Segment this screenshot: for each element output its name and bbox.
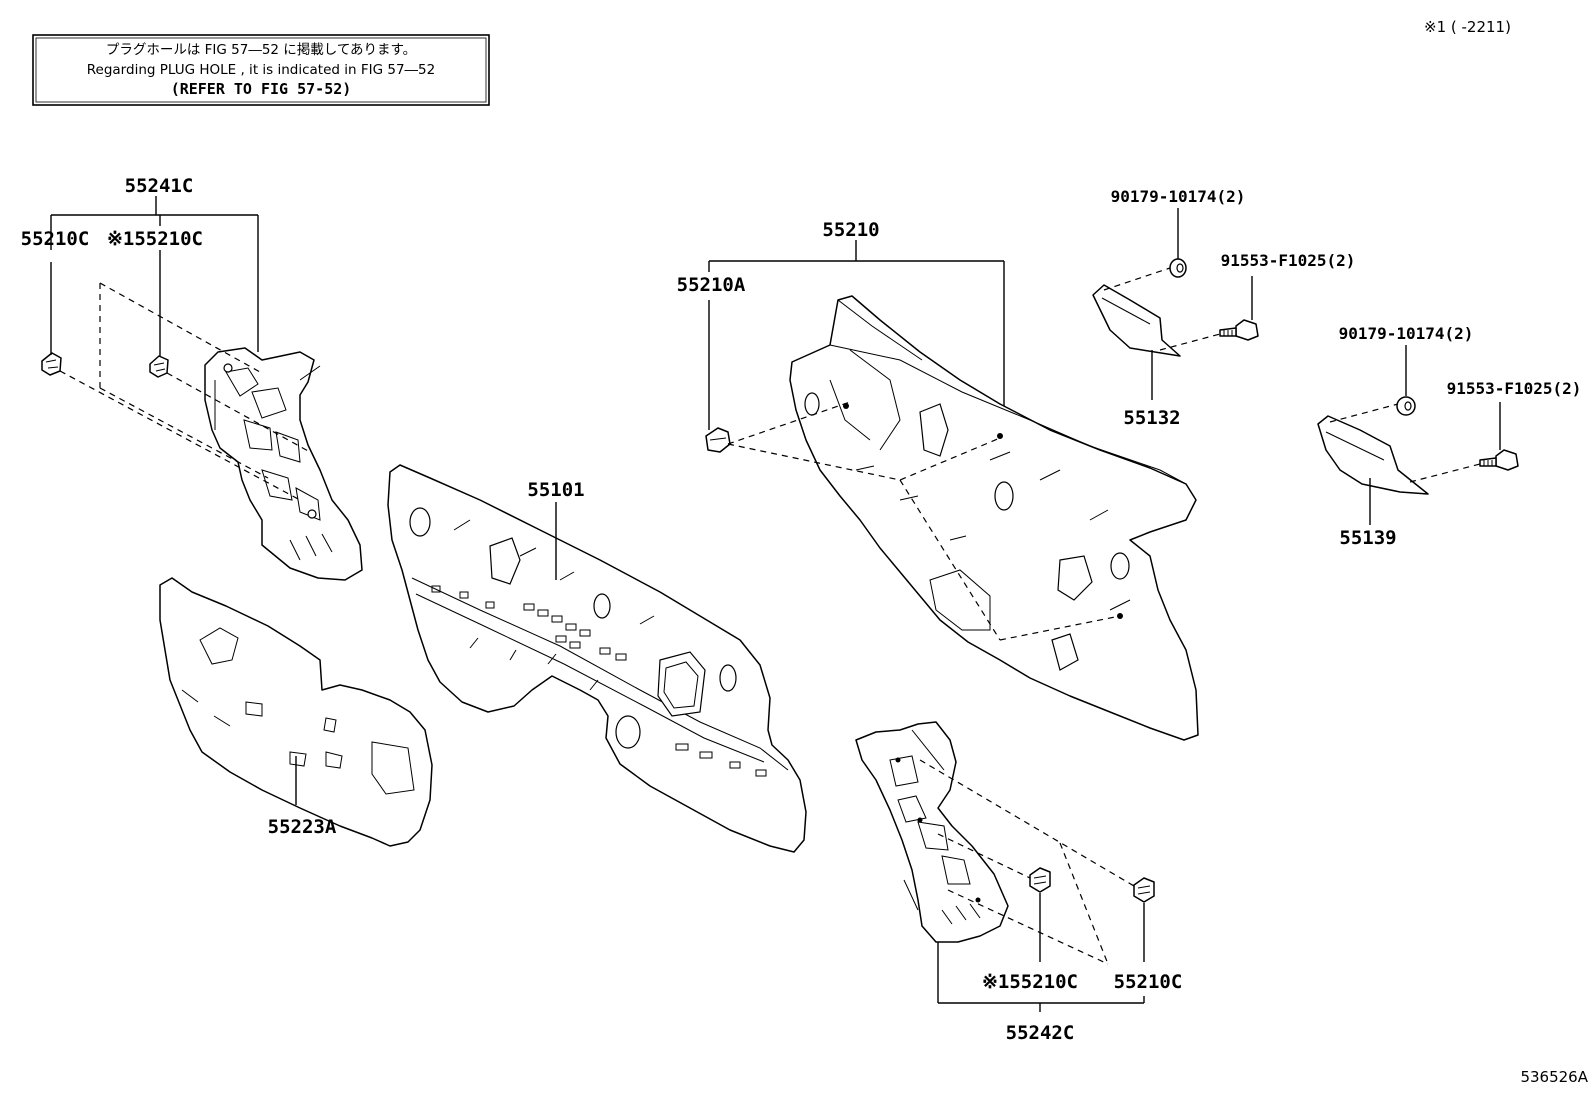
label-55132: 55132: [1123, 407, 1180, 429]
label-55210c-bottom-right: 55210C: [1114, 971, 1183, 993]
label-90179-b: 90179-10174(2): [1339, 324, 1474, 343]
clip-55210a: [705, 427, 731, 453]
part-55132-assembly: 90179-10174(2) 91553-F1025(2) 55132: [1092, 187, 1356, 429]
part-55241c-shape: [204, 347, 363, 581]
label-91553-a: 91553-F1025(2): [1221, 251, 1356, 270]
part-55210-shape: [789, 295, 1199, 741]
clip-55210c-bottom-left: [1029, 867, 1051, 893]
part-55242c-assembly: ※155210C 55210C 55242C: [855, 721, 1183, 1044]
part-55210-assembly: 55210 55210A: [677, 219, 1199, 741]
part-55223a-shape: [159, 577, 433, 847]
label-55210c-top-left: 55210C: [21, 228, 90, 250]
applicability-note: ※1 ( -2211): [1424, 18, 1511, 36]
note-line-reference: (REFER TO FIG 57-52): [171, 80, 352, 98]
clip-55210c-left-alt: [149, 355, 169, 378]
reference-note-box: プラグホールは FIG 57―52 に掲載してあります。 Regarding P…: [32, 34, 490, 106]
part-55223a-assembly: 55223A: [159, 577, 433, 847]
bolt-91553-a: [1219, 319, 1259, 341]
label-55139: 55139: [1339, 527, 1396, 549]
bolt-91553-b: [1479, 449, 1519, 471]
label-55223a: 55223A: [268, 816, 337, 838]
label-55210c-bottom-left: ※155210C: [982, 971, 1078, 993]
panel-slots: [431, 585, 767, 777]
part-55139-assembly: 90179-10174(2) 91553-F1025(2) 55139: [1317, 324, 1582, 549]
label-55210: 55210: [822, 219, 879, 241]
label-55242c: 55242C: [1006, 1022, 1075, 1044]
label-90179-a: 90179-10174(2): [1111, 187, 1246, 206]
part-55241c-assembly: 55241C 55210C ※155210C: [21, 175, 363, 581]
label-55101: 55101: [527, 479, 584, 501]
part-55101-shape: [387, 464, 807, 853]
note-line-japanese: プラグホールは FIG 57―52 に掲載してあります。: [106, 42, 416, 58]
clip-55210c-bottom-right: [1133, 877, 1155, 903]
label-55210c-top-right: ※155210C: [107, 228, 203, 250]
nut-90179-a: [1169, 258, 1187, 278]
label-91553-b: 91553-F1025(2): [1447, 379, 1582, 398]
note-line-english: Regarding PLUG HOLE , it is indicated in…: [87, 62, 435, 78]
label-55210a: 55210A: [677, 274, 746, 296]
label-55241c: 55241C: [125, 175, 194, 197]
diagram-id: 536526A: [1520, 1068, 1588, 1086]
clip-55210c-left: [41, 352, 62, 376]
part-55101-assembly: 55101: [387, 464, 807, 853]
part-55132-shape: [1092, 284, 1181, 357]
nut-90179-b: [1396, 396, 1416, 416]
